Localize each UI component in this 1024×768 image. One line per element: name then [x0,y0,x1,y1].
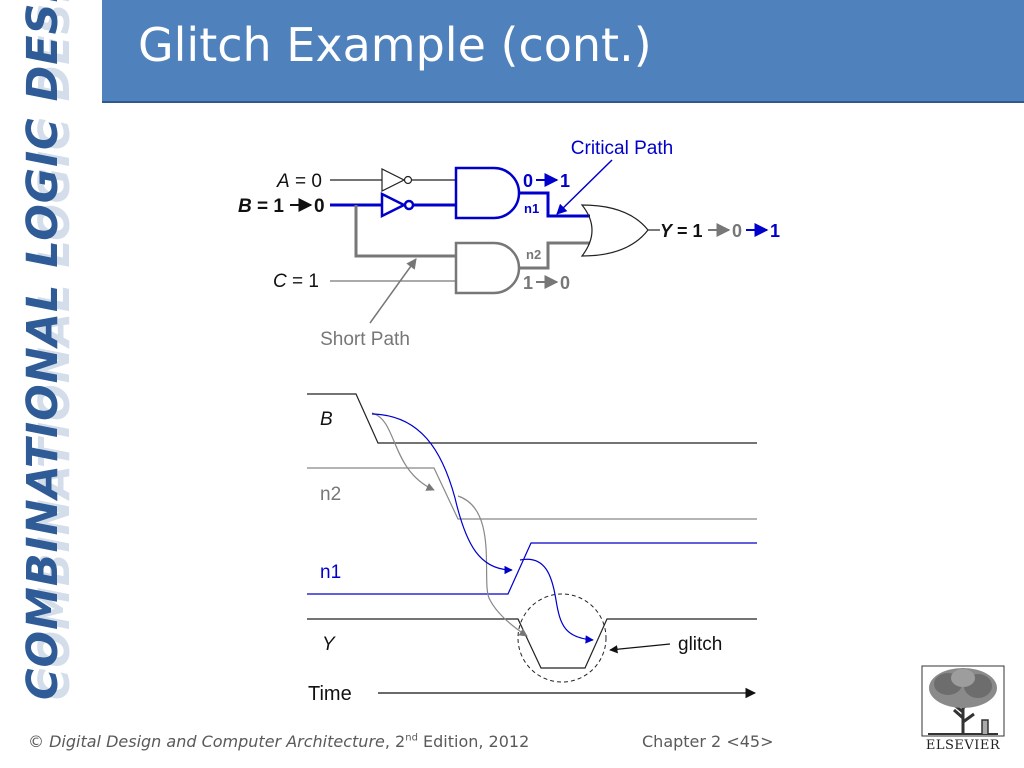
edition-sup: nd [405,732,418,744]
glitch-circle [517,593,607,683]
footer-citation: © Digital Design and Computer Architectu… [28,732,530,751]
n2-to: 0 [560,273,570,293]
publisher-name: ELSEVIER [925,738,1001,753]
input-b-to: 0 [314,196,325,217]
n1-from: 0 [523,171,533,191]
and-gate-1 [454,166,521,220]
glitch-label: glitch [678,634,722,655]
critical-path-label: Critical Path [571,138,673,159]
signal-n2-label: n2 [320,484,341,505]
input-c-label: C = 1 [273,271,319,292]
edition-num: 2 [395,732,406,751]
critical-path-arrow [556,159,613,215]
signal-b-label: B [320,409,333,430]
n2-name: n2 [526,247,541,262]
input-a-label: A = 0 [276,171,322,192]
book-title: Digital Design and Computer Architecture [49,732,385,751]
inverter-b [380,191,407,219]
waveform-y [307,618,757,669]
edition-rest: Edition, 2012 [417,732,530,751]
waveform-n1 [307,542,757,595]
inverter-a [381,168,406,192]
copyright-symbol: © [28,732,44,751]
short-path-arrow [369,258,417,324]
inverter-b-bubble [403,199,415,211]
input-b-label: B = 1 [238,196,284,217]
output-y-v3: 1 [770,221,780,241]
glitch-arrow [609,643,671,654]
output-y-label: Y = 1 [660,221,703,241]
waveform-b [307,393,757,444]
signal-n1-label: n1 [320,562,341,583]
time-label: Time [308,683,352,705]
wire-n2 [519,241,590,270]
signal-y-label: Y [322,634,336,655]
n2-from: 1 [523,273,533,293]
wire-n1 [519,191,590,218]
or-gate [580,204,649,257]
elsevier-logo: ELSEVIER [918,662,1008,758]
title-bar: Glitch Example (cont.) [102,0,1024,103]
short-path-label: Short Path [320,329,410,350]
causal-curve-b-n2 [371,412,435,491]
output-y-v2: 0 [732,221,742,241]
inverter-a-bubble [403,175,413,185]
circuit-schematic: Critical Path Short Path A = 0 B = 1 0 C… [238,138,780,350]
n1-to: 1 [560,171,570,191]
and-gate-2 [454,241,521,295]
chapter-label: Chapter 2 <45> [642,732,774,751]
causal-curve-n1-y [519,558,594,644]
tree-icon [921,665,1005,737]
waveform-n2 [307,467,757,520]
slide-title: Glitch Example (cont.) [138,18,652,72]
causal-curve-b-n1 [371,413,513,575]
wire-b-branch [354,205,456,258]
timing-diagram: B n2 n1 Y glitch Time [307,393,757,705]
n1-name: n1 [524,201,539,216]
causal-curve-n2-y [457,495,528,637]
